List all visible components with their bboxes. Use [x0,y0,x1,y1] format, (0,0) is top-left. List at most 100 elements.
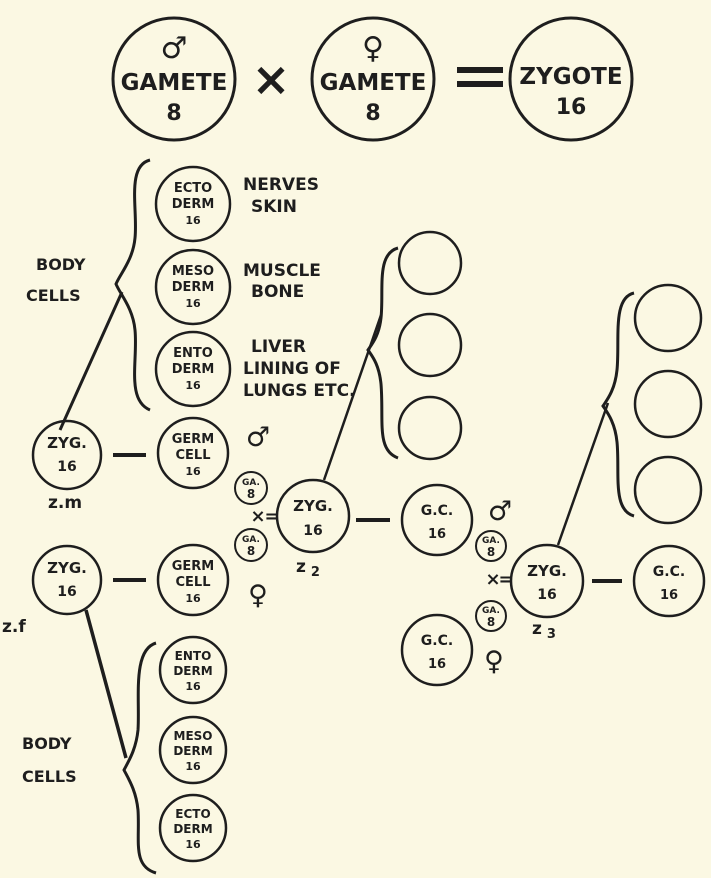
upper-body-label2: CELLS [26,286,81,305]
lower-entoderm-cell: ENTO DERM 16 [158,635,228,705]
upper-mesoderm-cell: MESO DERM 16 [154,248,232,326]
eq-2: = [498,569,513,590]
cell-count: 8 [247,487,255,501]
male-sign: ♂ [161,31,188,66]
lower-body-label1: BODY [22,734,72,753]
cell-count: 8 [487,615,495,629]
zygote-m-cell: ZYG. 16 [31,419,103,491]
cell-text: ZYG. [47,559,87,577]
cell-text: ECTO [175,807,210,821]
cell-text: MESO [174,729,213,743]
cell-text: ZYG. [47,434,87,452]
female-gamete-count: 8 [365,101,380,126]
upper-body-brace [114,158,151,412]
germ-cell-m: GERM CELL 16 [156,416,230,490]
equals-sign [457,67,503,87]
cross-2: × [485,569,500,590]
upper-ento-desc1: LIVER [251,337,306,357]
cell-count: 16 [303,523,322,539]
middle-empty-cell-1 [397,230,463,296]
zygote-3-cell: ZYG. 16 [509,543,585,619]
zygote-circle: ZYGOTE 16 [508,16,634,142]
cell-text: CELL [176,575,211,590]
cell-text: GERM [172,559,215,574]
right-brace [601,291,635,518]
upper-ecto-desc1: NERVES [243,175,319,195]
upper-ento-desc2: LINING OF [243,359,341,379]
middle-brace [366,246,399,460]
upper-meso-desc2: BONE [251,282,304,302]
lower-mesoderm-cell: MESO DERM 16 [158,715,228,785]
cell-count: 16 [185,760,201,773]
zygote-2-cell: ZYG. 16 [275,478,351,554]
cell-count: 16 [185,838,201,851]
male-gamete-count: 8 [166,101,181,126]
upper-entoderm-cell: ENTO DERM 16 [154,330,232,408]
times-sign: × [252,52,291,106]
cell-text: DERM [172,362,215,377]
gc-right-cell: G.C. 16 [632,544,706,618]
cross-1: × [250,506,265,527]
upper-ecto-desc2: SKIN [251,197,297,217]
cell-count: 8 [247,544,255,558]
germ-f-sign: ♀ [248,580,268,611]
cell-count: 16 [185,214,201,227]
zygote-m-label: z.m [48,493,82,513]
cell-text: ZYG. [527,562,567,580]
cell-text: ENTO [175,649,212,663]
cell-count: 16 [660,588,678,603]
lower-ectoderm-cell: ECTO DERM 16 [158,793,228,863]
zf-to-body-line [84,609,128,759]
middle-empty-cell-3 [397,395,463,461]
cell-text: GA. [242,478,260,488]
cell-text: G.C. [421,633,453,649]
cell-text: ECTO [174,181,212,196]
cell-count: 16 [185,297,201,310]
gamete-small-m2: GA. 8 [475,530,507,562]
cell-text: DERM [172,280,215,295]
female-gamete-circle: ♀ GAMETE 8 [310,16,436,142]
male-gamete-circle: ♂ GAMETE 8 [111,16,237,142]
cell-text: G.C. [653,564,685,580]
cell-count: 16 [57,459,76,475]
cell-text: GERM [172,432,215,447]
right-empty-cell-3 [633,455,703,525]
cell-count: 16 [185,465,201,478]
gamete-small-f2: GA. 8 [475,600,507,632]
gc-female-sign: ♀ [484,646,504,677]
upper-ectoderm-cell: ECTO DERM 16 [154,165,232,243]
cell-text: GA. [482,606,500,616]
right-empty-cell-2 [633,369,703,439]
gamete-small-f1: GA. 8 [234,528,268,562]
cell-count: 16 [185,680,201,693]
germ-cell-f: GERM CELL 16 [156,543,230,617]
upper-ento-desc3: LUNGS ETC. [243,381,356,401]
zygote-f-label: z.f [2,617,26,637]
cell-count: 16 [57,584,76,600]
female-gamete-label: GAMETE [320,70,427,96]
right-empty-cell-1 [633,283,703,353]
cell-count: 16 [537,587,556,603]
cell-text: DERM [173,822,212,836]
zygote-f-cell: ZYG. 16 [31,544,103,616]
male-gamete-label: GAMETE [121,70,228,96]
gc-male-cell: G.C. 16 [400,483,474,557]
female-sign: ♀ [362,31,384,66]
cell-text: ZYG. [293,497,333,515]
z3-to-cells-line [556,402,610,546]
zygote-count: 16 [556,95,587,120]
cell-count: 16 [185,592,201,605]
gamete-small-m1: GA. 8 [234,471,268,505]
zm-to-body-line [58,291,124,431]
cell-count: 16 [428,657,446,672]
cell-count: 16 [185,379,201,392]
cell-text: DERM [172,197,215,212]
cell-text: DERM [173,744,212,758]
upper-body-label1: BODY [36,255,86,274]
cell-text: G.C. [421,503,453,519]
germ-m-sign: ♂ [246,422,270,453]
